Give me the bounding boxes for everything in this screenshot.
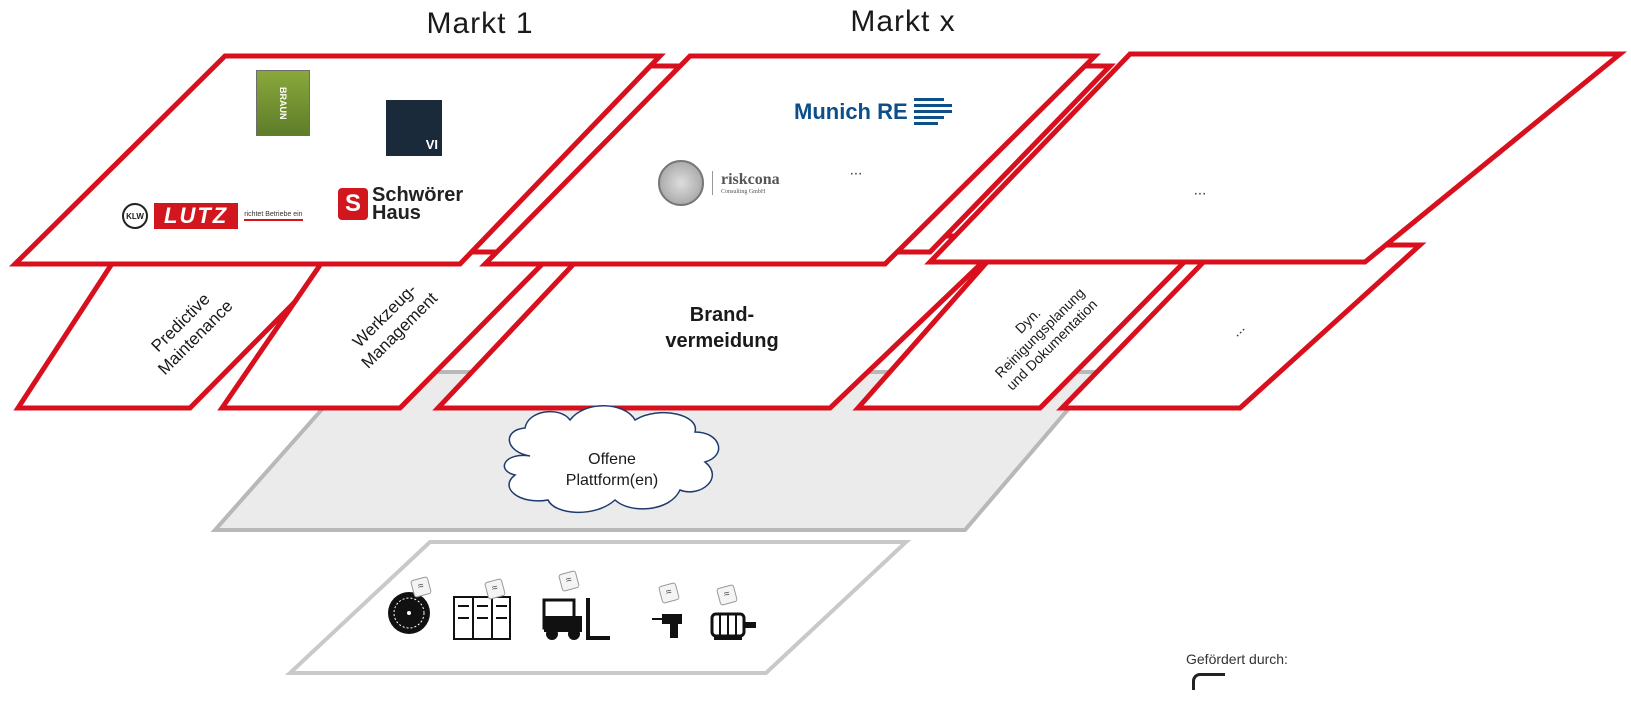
lutz-logo: KLW LUTZ richtet Betriebe ein <box>122 203 303 229</box>
funding-label: Gefördert durch: <box>1186 651 1288 667</box>
platform-label-line2: Plattform(en) <box>565 472 659 489</box>
marketx-title: Markt x <box>850 5 956 38</box>
schwoerer-text: Schwörer Haus <box>372 184 464 224</box>
market3-panel <box>924 51 1628 265</box>
marketx-panel <box>479 53 1102 267</box>
market3-ellipsis: ... <box>1193 181 1207 199</box>
munich-re-logo: Munich RE <box>794 98 952 125</box>
munich-re-text: Munich RE <box>794 98 908 124</box>
service-label-line: vermeidung <box>665 330 779 352</box>
riskcona-name: riskcona <box>721 171 780 188</box>
service-label-brand: Brand- vermeidung <box>665 302 778 354</box>
locker-icon <box>453 596 511 640</box>
forklift-icon <box>542 596 612 642</box>
lutz-wordmark: LUTZ <box>154 203 239 229</box>
market1-title: Markt 1 <box>426 7 534 40</box>
schwoerer-s-icon: S <box>338 188 368 220</box>
funding-logo-fragment <box>1192 673 1225 690</box>
drill-icon <box>652 612 688 640</box>
service-label-line: Brand- <box>689 304 755 326</box>
lutz-tagline: richtet Betriebe ein <box>244 211 303 221</box>
lutz-badge: KLW <box>122 203 148 229</box>
globe-icon <box>658 160 704 206</box>
vi-logo-text: VI <box>425 137 438 152</box>
cloud-shape <box>503 405 720 514</box>
schwoerer-logo: S Schwörer Haus <box>338 184 472 224</box>
riskcona-sub: Consulting GmbH <box>721 189 766 195</box>
device-layer <box>284 540 912 675</box>
motor-icon <box>710 606 758 642</box>
vi-logo: VI <box>386 100 442 156</box>
braun-logo-text: BRAUN <box>278 86 288 120</box>
platform-label: Offene Plattform(en) <box>566 449 658 491</box>
saw-blade-icon <box>386 590 432 636</box>
braun-logo: BRAUN <box>256 70 310 136</box>
platform-label-line1: Offene <box>588 451 636 468</box>
marketx-ellipsis: ... <box>849 161 863 179</box>
munich-re-bars-icon <box>913 98 952 125</box>
